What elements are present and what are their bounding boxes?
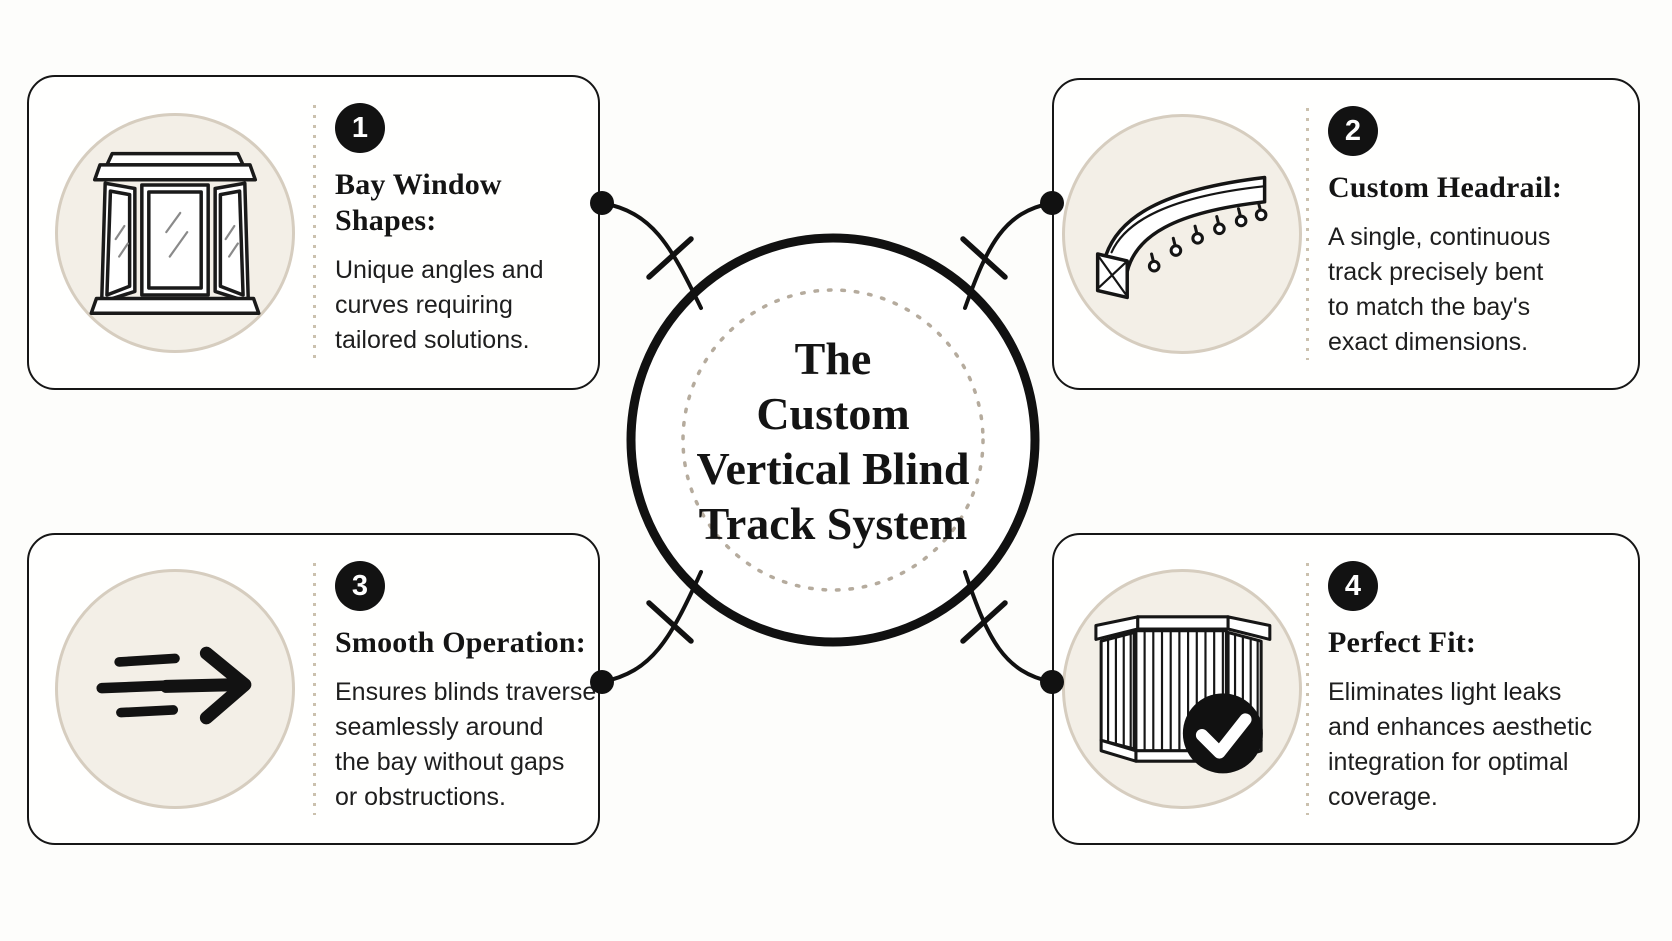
step-number-badge: 4 [1328,561,1378,611]
dotted-divider [1306,563,1309,815]
motion-arrow-icon [96,646,252,725]
icon-circle [55,569,295,809]
card-smooth-operation: 3 Smooth Operation: Ensures blinds trave… [27,533,600,845]
card-perfect-fit: 4 Perfect Fit: Eliminates light leaks an… [1052,533,1640,845]
step-number: 2 [1344,114,1362,147]
card-heading: Custom Headrail: [1328,171,1563,204]
diagram-title: The Custom Vertical Blind Track System [696,333,970,549]
blinds-checkmark-icon [1094,615,1272,774]
card-bay-window-shapes: 1 Bay Window Shapes: Unique angles and c… [27,75,600,390]
step-number: 3 [351,569,369,602]
card-body-text: Unique angles and curves requiring tailo… [335,256,544,354]
card-body-text: A single, continuous track precisely ben… [1328,223,1551,356]
card-body-text: Eliminates light leaks and enhances aest… [1328,678,1593,811]
card-custom-headrail: 2 Custom Headrail: A single, continuous … [1052,78,1640,390]
step-number-badge: 3 [335,561,385,611]
dotted-divider [313,105,316,360]
step-number-badge: 1 [335,103,385,153]
curved-headrail-icon [1095,175,1268,300]
card-heading: Smooth Operation: [335,626,586,659]
dotted-divider [313,563,316,815]
step-number: 4 [1344,569,1362,602]
checkmark-icon [1195,713,1252,759]
dotted-divider [1306,108,1309,360]
icon-circle [1062,114,1302,354]
card-heading: Perfect Fit: [1328,626,1477,659]
icon-circle [55,112,295,353]
step-number-badge: 2 [1328,106,1378,156]
check-badge [1182,693,1263,774]
card-heading: Bay Window Shapes: [335,168,502,237]
step-number: 1 [351,111,369,144]
card-body-text: Ensures blinds traverse seamlessly aroun… [335,678,597,811]
icon-circle [1062,569,1302,809]
bay-window-icon [89,151,261,315]
